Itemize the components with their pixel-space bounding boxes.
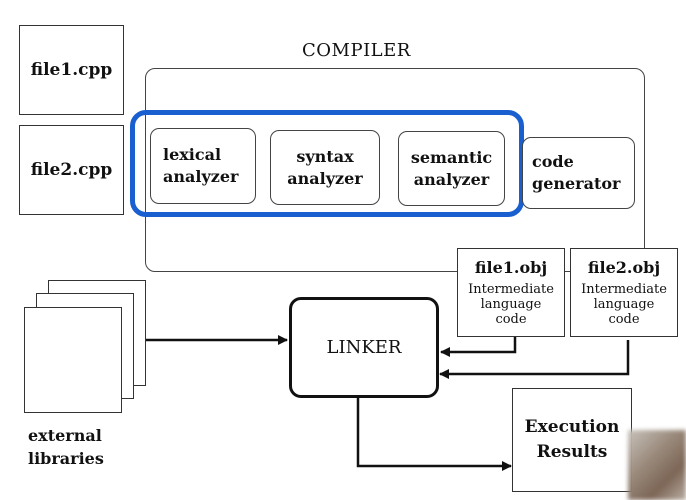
source-file2-box: file2.cpp xyxy=(19,125,124,215)
execution-results-line1: Execution xyxy=(524,417,620,437)
file1-obj-desc-line2: language xyxy=(480,297,542,312)
syntax-analyzer-line1: syntax xyxy=(296,146,354,166)
source-file2-label: file2.cpp xyxy=(30,160,113,180)
semantic-analyzer-line1: semantic xyxy=(410,147,493,167)
file1-obj-title: file1.obj xyxy=(474,258,548,277)
arrow-file2obj-to-linker xyxy=(439,340,630,379)
code-generator-line2: generator xyxy=(532,174,621,193)
file1-obj-desc-line1: Intermediate xyxy=(468,282,554,297)
arrow-file1obj-to-linker xyxy=(440,336,517,357)
lexical-analyzer-line2: analyzer xyxy=(163,167,239,186)
file2-obj-title: file2.obj xyxy=(587,258,661,277)
execution-results-box: Execution Results xyxy=(512,388,632,492)
semantic-analyzer-line2: analyzer xyxy=(413,169,490,189)
source-file1-box: file1.cpp xyxy=(19,25,124,115)
file1-obj-box: file1.obj Intermediate language code xyxy=(457,248,565,337)
file2-obj-box: file2.obj Intermediate language code xyxy=(570,248,678,337)
file2-obj-desc-line1: Intermediate xyxy=(581,282,667,297)
analysis-phase-highlight xyxy=(130,110,524,217)
semantic-analyzer-box: semantic analyzer xyxy=(398,131,505,206)
linker-box: LINKER xyxy=(289,297,439,398)
code-generator-box: code generator xyxy=(522,137,635,209)
lexical-analyzer-line1: lexical xyxy=(163,145,222,164)
execution-results-line2: Results xyxy=(536,442,608,462)
syntax-analyzer-box: syntax analyzer xyxy=(270,130,380,205)
external-libraries-line2: libraries xyxy=(28,449,104,468)
lexical-analyzer-box: lexical analyzer xyxy=(150,128,256,204)
external-libraries-label: external libraries xyxy=(28,424,104,470)
file2-obj-desc-line2: language xyxy=(593,297,655,312)
file2-obj-desc-line3: code xyxy=(608,312,640,327)
syntax-analyzer-line2: analyzer xyxy=(287,168,363,188)
compiler-title: COMPILER xyxy=(302,40,411,61)
code-generator-line1: code xyxy=(532,152,574,171)
file1-obj-desc-line3: code xyxy=(495,312,527,327)
library-sheet-front xyxy=(24,307,122,413)
webcam-thumbnail xyxy=(628,430,686,500)
source-file1-label: file1.cpp xyxy=(30,60,113,80)
external-libraries-line1: external xyxy=(28,426,102,445)
arrow-linker-to-execution xyxy=(356,397,512,471)
linker-label: LINKER xyxy=(326,337,402,358)
